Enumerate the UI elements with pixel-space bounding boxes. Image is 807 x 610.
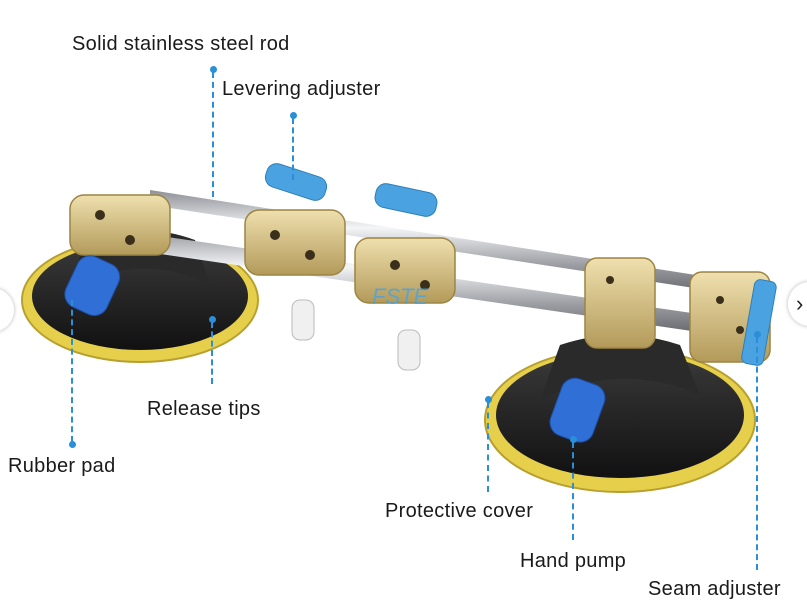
pump-leader-dot — [570, 436, 577, 443]
carousel-prev-button[interactable]: ‹ — [0, 288, 14, 332]
release-leader-dot — [209, 316, 216, 323]
label-rubber-pad: Rubber pad — [8, 455, 116, 477]
levering-leader-dot — [290, 112, 297, 119]
label-seam-adjuster: Seam adjuster — [648, 578, 781, 600]
cover-leader-dot — [485, 396, 492, 403]
label-release-tips: Release tips — [147, 398, 261, 420]
carousel-next-button[interactable]: › — [788, 282, 807, 326]
rubber-leader-line — [71, 300, 73, 442]
label-hand-pump: Hand pump — [520, 550, 627, 572]
seam-leader-dot — [754, 331, 761, 338]
label-solid-stainless-steel-rod: Solid stainless steel rod — [72, 33, 290, 55]
levering-leader-line — [292, 118, 294, 180]
rod-leader-dot — [210, 66, 217, 73]
release-leader-line — [211, 322, 213, 384]
chevron-right-icon: › — [796, 291, 804, 316]
pump-leader-line — [572, 442, 574, 540]
rod-leader-line — [212, 72, 214, 197]
label-levering-adjuster: Levering adjuster — [222, 78, 381, 100]
seam-leader-line — [756, 337, 758, 570]
label-protective-cover: Protective cover — [385, 500, 534, 522]
cover-leader-line — [487, 402, 489, 492]
rubber-leader-dot — [69, 441, 76, 448]
right-suction-cup — [484, 335, 756, 493]
watermark: FSTE — [372, 284, 429, 309]
